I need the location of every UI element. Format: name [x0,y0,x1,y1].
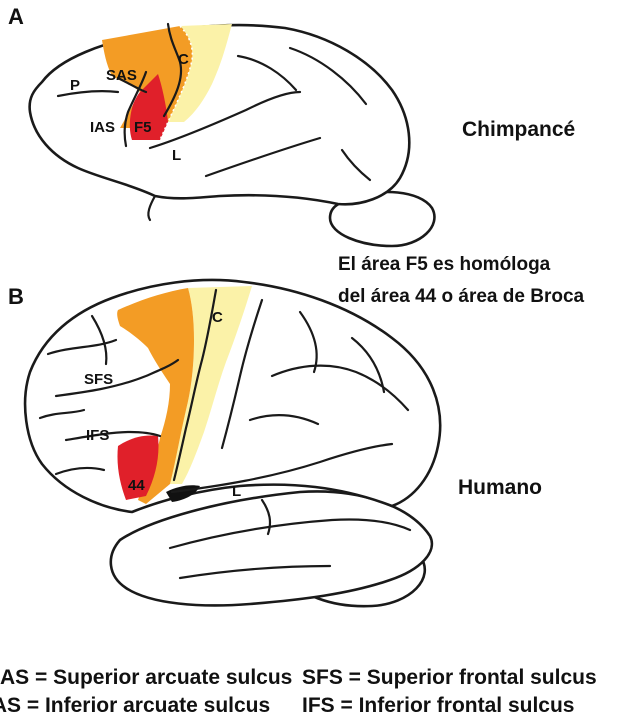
panel-b-letter: B [8,284,24,309]
chimp-label-ias: IAS [90,119,115,136]
homology-note-line-2: del área 44 o área de Broca [338,286,585,307]
chimp-label-sas: SAS [106,67,137,84]
human-label-sfs: SFS [84,371,113,388]
species-label-chimpanzee: Chimpancé [462,118,575,141]
chimp-label-f5: F5 [134,119,152,136]
human-label-ifs: IFS [86,427,109,444]
panel-a-letter: A [8,4,24,29]
chimp-label-c: C [178,51,189,68]
legend-ifs: IFS = Inferior frontal sulcus [302,694,574,717]
chimp-temporal-edge [148,196,155,220]
legend-sas: SAS = Superior arcuate sulcus [0,666,292,689]
chimp-label-l: L [172,147,181,164]
human-label-l: L [232,483,241,500]
legend-ias: IAS = Inferior arcuate sulcus [0,694,270,717]
human-label-c: C [212,309,223,326]
legend-sfs: SFS = Superior frontal sulcus [302,666,597,689]
chimp-label-p: P [70,77,80,94]
homology-note-line-1: El área F5 es homóloga [338,254,551,275]
human-label-44: 44 [128,477,145,494]
species-label-human: Humano [458,476,542,499]
